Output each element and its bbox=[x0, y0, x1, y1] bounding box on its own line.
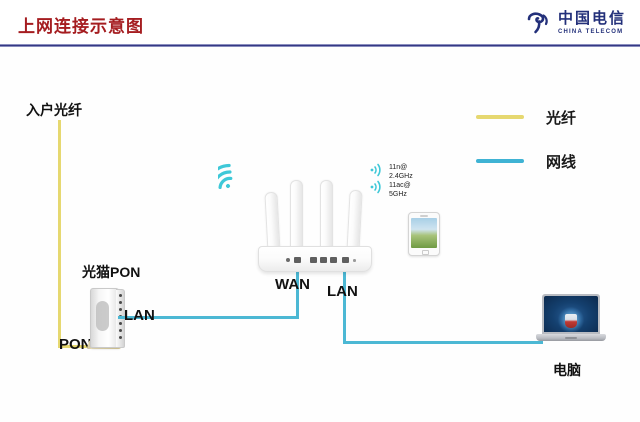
label-computer: 电脑 bbox=[553, 362, 581, 378]
onu-led-usb bbox=[118, 336, 122, 339]
legend-label-ethernet: 网线 bbox=[546, 153, 577, 171]
router-antenna-2 bbox=[290, 180, 303, 256]
onu-led-power bbox=[118, 294, 122, 297]
wifi-signal-icon-small bbox=[368, 163, 388, 197]
china-telecom-logo-icon bbox=[526, 10, 552, 36]
onu-led-los bbox=[118, 308, 122, 311]
wifi-spec-text: 11n@ 2.4GHz 11ac@ 5GHz bbox=[389, 163, 413, 199]
wifi-signal-icon bbox=[206, 152, 262, 192]
page-header: 上网连接示意图 中国电信 CHINA TELECOM bbox=[0, 0, 640, 47]
legend-item-ethernet: 网线 bbox=[476, 139, 576, 183]
wifi-spec-24ghz-line: 2.4GHz bbox=[389, 173, 413, 180]
label-onu-title: 光猫PON bbox=[82, 264, 141, 280]
ethernet-cable-router-wan-riser bbox=[296, 262, 299, 319]
label-router-wan-port: WAN bbox=[275, 276, 310, 293]
router-led bbox=[353, 259, 356, 262]
router-port-lan-1 bbox=[310, 257, 317, 263]
phone-screen bbox=[411, 218, 437, 248]
label-router-lan-port: LAN bbox=[327, 283, 358, 300]
router-antenna-1 bbox=[264, 191, 281, 255]
legend: 光纤 网线 bbox=[476, 95, 576, 183]
ethernet-cable-router-to-computer bbox=[343, 341, 543, 344]
wireless-router-icon bbox=[258, 178, 372, 272]
wifi-spec-11n-line: 11n@ bbox=[389, 164, 408, 171]
phone-home-button bbox=[421, 249, 429, 255]
wifi-spec-5ghz-line: 5GHz bbox=[389, 191, 407, 198]
page-title: 上网连接示意图 bbox=[18, 17, 144, 36]
router-port-wan bbox=[294, 257, 301, 263]
onu-led-pon bbox=[118, 301, 122, 304]
logo-wordmark: 中国电信 CHINA TELECOM bbox=[558, 11, 626, 35]
label-onu-lan-port: LAN bbox=[124, 307, 155, 324]
router-antenna-4 bbox=[346, 189, 363, 255]
legend-swatch-fiber bbox=[476, 115, 524, 119]
onu-led-wlan bbox=[118, 322, 122, 325]
onu-vent bbox=[96, 301, 109, 331]
phone-earpiece bbox=[420, 215, 428, 217]
label-onu-pon-port: PON bbox=[59, 336, 92, 353]
onu-body bbox=[90, 288, 119, 348]
fiber-cable-vertical bbox=[58, 120, 61, 348]
logo-name-en: CHINA TELECOM bbox=[557, 29, 624, 35]
ethernet-cable-onu-to-router bbox=[118, 316, 299, 319]
laptop-trackpad-notch bbox=[565, 336, 577, 339]
ethernet-cable-router-lan-riser bbox=[343, 262, 346, 344]
label-incoming-fiber: 入户光纤 bbox=[26, 102, 82, 118]
router-port-lan-2 bbox=[320, 257, 327, 263]
smartphone-icon bbox=[408, 212, 440, 256]
optical-modem-icon bbox=[86, 288, 125, 350]
wifi-spec-11ac-line: 11ac@ bbox=[389, 182, 411, 189]
legend-label-fiber: 光纤 bbox=[546, 109, 577, 127]
laptop-screen bbox=[544, 296, 598, 332]
router-port-indicator bbox=[286, 258, 290, 262]
onu-led-tel bbox=[118, 329, 122, 332]
laptop-screen-wallpaper bbox=[565, 314, 577, 328]
fiber-cable-horizontal bbox=[58, 345, 110, 348]
header-divider bbox=[0, 44, 640, 47]
router-port-lan-4 bbox=[342, 257, 349, 263]
logo-name-cn: 中国电信 bbox=[557, 10, 626, 27]
laptop-lid bbox=[542, 294, 600, 334]
router-antenna-3 bbox=[320, 180, 333, 256]
router-port-lan-3 bbox=[330, 257, 337, 263]
legend-swatch-ethernet bbox=[476, 159, 524, 163]
laptop-computer-icon bbox=[536, 294, 606, 346]
china-telecom-logo: 中国电信 CHINA TELECOM bbox=[526, 10, 626, 36]
legend-item-fiber: 光纤 bbox=[476, 95, 576, 139]
